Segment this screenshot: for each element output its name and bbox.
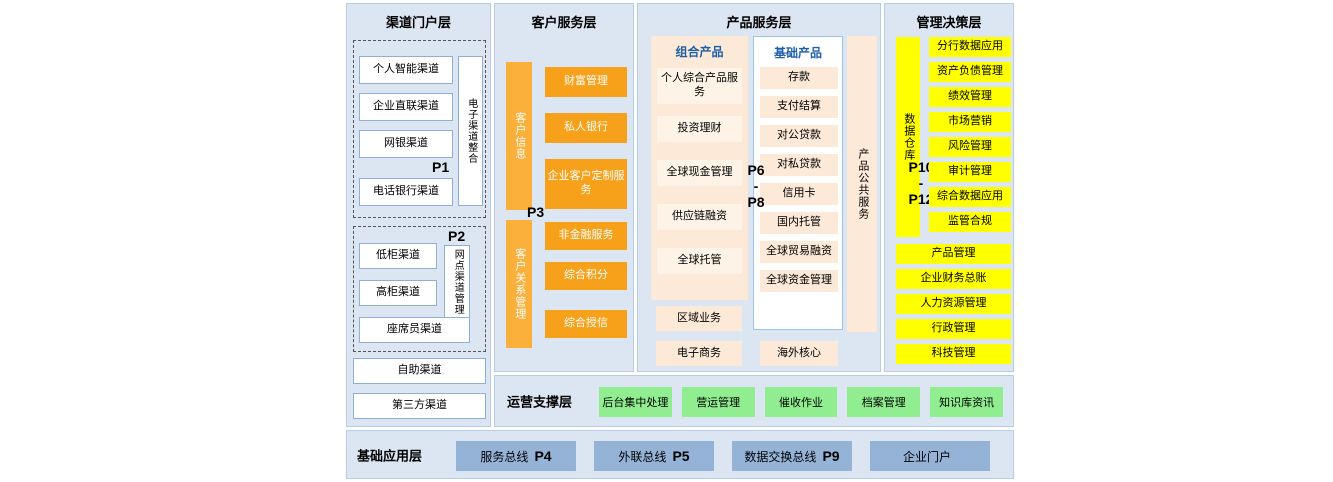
layer-operation-support: 运营支撑层 后台集中处理 营运管理 催收作业 档案管理 知识库资讯 bbox=[494, 375, 1014, 427]
bus-label: 企业门户 bbox=[902, 449, 951, 464]
bus-enterprise-portal: 企业门户 bbox=[870, 441, 990, 471]
channel-box-high-counter: 高柜渠道 bbox=[359, 280, 437, 306]
basic-products-panel: 基础产品 存款 支付结算 对公贷款 对私贷款 信用卡 国内托管 全球贸易融资 全… bbox=[753, 36, 843, 330]
layer-management-decision: 管理决策层 数据仓库 P10 - P12 分行数据应用 资产负债管理 绩效管理 … bbox=[884, 3, 1014, 372]
bus-data-exchange: 数据交换总线 P9 bbox=[732, 441, 852, 471]
p3-label: P3 bbox=[527, 204, 545, 220]
layer-customer-service: 客户服务层 客户信息 财富管理 私人银行 企业客户定制服务 P3 客户关系管理 … bbox=[494, 3, 634, 372]
customer-box-points: 综合积分 bbox=[545, 262, 627, 290]
product-box-global-custody: 全球托管 bbox=[657, 248, 742, 274]
product-box-investment: 投资理财 bbox=[657, 116, 742, 142]
channel-box-enterprise-direct: 企业直联渠道 bbox=[359, 93, 453, 121]
product-box-personal-comprehensive: 个人综合产品服务 bbox=[657, 68, 742, 104]
bus-label: 数据交换总线 bbox=[744, 449, 817, 464]
layer-management-title: 管理决策层 bbox=[916, 15, 982, 30]
p4-label: P4 bbox=[534, 448, 552, 464]
product-box-corporate-loan: 对公贷款 bbox=[760, 125, 838, 147]
mgmt-box-comprehensive-data: 综合数据应用 bbox=[929, 187, 1011, 207]
product-box-overseas-core: 海外核心 bbox=[760, 341, 838, 366]
customer-crm-bar: 客户关系管理 bbox=[506, 220, 532, 348]
combo-products-title: 组合产品 bbox=[675, 45, 724, 59]
mgmt-box-risk: 风险管理 bbox=[929, 137, 1011, 157]
channel-box-online-banking: 网银渠道 bbox=[359, 130, 453, 158]
layer-operations-title: 运营支撑层 bbox=[507, 394, 573, 410]
layer-customer-title: 客户服务层 bbox=[531, 15, 597, 30]
mgmt-box-product-management: 产品管理 bbox=[896, 244, 1011, 264]
mgmt-box-asset-liability: 资产负债管理 bbox=[929, 62, 1011, 82]
p2-label: P2 bbox=[448, 228, 466, 244]
mgmt-box-hr: 人力资源管理 bbox=[896, 294, 1011, 314]
product-box-credit-card: 信用卡 bbox=[760, 183, 838, 205]
p-range-line: P6 bbox=[747, 162, 765, 178]
p-range-line: P8 bbox=[747, 194, 765, 211]
ops-box-archives: 档案管理 bbox=[847, 387, 921, 417]
product-box-domestic-custody: 国内托管 bbox=[760, 212, 838, 234]
mgmt-box-general-ledger: 企业财务总账 bbox=[896, 269, 1011, 289]
customer-box-wealth-management: 财富管理 bbox=[545, 67, 627, 97]
channel-box-personal-smart: 个人智能渠道 bbox=[359, 56, 453, 84]
ops-box-knowledge-base: 知识库资讯 bbox=[930, 387, 1003, 417]
channel-sidebar-branch-management: 网点渠道管理 bbox=[444, 245, 470, 319]
p-range-line: P12 bbox=[908, 191, 934, 208]
mgmt-box-administration: 行政管理 bbox=[896, 319, 1011, 339]
p5-label: P5 bbox=[672, 448, 690, 464]
product-box-personal-loan: 对私贷款 bbox=[760, 154, 838, 176]
product-box-supply-chain: 供应链融资 bbox=[657, 204, 742, 230]
channel-box-low-counter: 低柜渠道 bbox=[359, 243, 437, 269]
channel-box-self-service: 自助渠道 bbox=[353, 358, 486, 384]
product-box-payment-settlement: 支付结算 bbox=[760, 96, 838, 118]
channel-box-agent: 座席员渠道 bbox=[359, 317, 470, 343]
group-electronic-channels: 个人智能渠道 企业直联渠道 网银渠道 电话银行渠道 电子渠道整合 P1 bbox=[353, 40, 486, 218]
channel-sidebar-echannel-integration: 电子渠道整合 bbox=[458, 56, 483, 206]
p-range-line: P10 bbox=[908, 159, 934, 175]
mgmt-box-marketing: 市场营销 bbox=[929, 112, 1011, 132]
p-range-line: - bbox=[918, 175, 924, 192]
bus-label: 外联总线 bbox=[618, 449, 667, 464]
mgmt-box-compliance: 监管合规 bbox=[929, 212, 1011, 232]
layer-basic-application: 基础应用层 服务总线 P4 外联总线 P5 数据交换总线 P9 企业门户 bbox=[346, 430, 1014, 479]
data-warehouse-bar: 数据仓库 bbox=[896, 37, 920, 237]
channel-box-telephone-banking: 电话银行渠道 bbox=[359, 178, 453, 206]
layer-foundation-title: 基础应用层 bbox=[357, 448, 423, 463]
customer-box-private-banking: 私人银行 bbox=[545, 113, 627, 143]
ops-box-collection: 催收作业 bbox=[764, 387, 838, 417]
product-box-global-fund: 全球资金管理 bbox=[760, 270, 838, 292]
p-range-line: - bbox=[753, 178, 759, 195]
bus-label: 服务总线 bbox=[480, 449, 529, 464]
bus-service: 服务总线 P4 bbox=[456, 441, 576, 471]
mgmt-box-audit: 审计管理 bbox=[929, 162, 1011, 182]
bus-external: 外联总线 P5 bbox=[594, 441, 714, 471]
channel-box-third-party: 第三方渠道 bbox=[353, 393, 486, 419]
customer-info-bar: 客户信息 bbox=[506, 62, 532, 210]
mgmt-box-technology: 科技管理 bbox=[896, 344, 1011, 364]
layer-product-service: 产品服务层 组合产品 个人综合产品服务 投资理财 全球现金管理 供应链融资 全球… bbox=[637, 3, 881, 372]
basic-products-title: 基础产品 bbox=[773, 46, 822, 60]
customer-box-non-financial: 非金融服务 bbox=[545, 222, 627, 250]
p6-p8-label: P6 - P8 bbox=[738, 162, 774, 210]
mgmt-box-performance: 绩效管理 bbox=[929, 87, 1011, 107]
operations-items: 后台集中处理 营运管理 催收作业 档案管理 知识库资讯 bbox=[599, 387, 1003, 417]
mgmt-box-branch-data: 分行数据应用 bbox=[929, 37, 1011, 57]
customer-box-credit-line: 综合授信 bbox=[545, 310, 627, 338]
product-public-service-bar: 产品公共服务 bbox=[847, 36, 877, 332]
layer-channel-portal: 渠道门户层 个人智能渠道 企业直联渠道 网银渠道 电话银行渠道 电子渠道整合 P… bbox=[346, 3, 491, 427]
p9-label: P9 bbox=[822, 448, 840, 464]
p1-label: P1 bbox=[432, 159, 450, 175]
product-box-deposit: 存款 bbox=[760, 67, 838, 89]
product-box-regional: 区域业务 bbox=[656, 306, 742, 331]
layer-product-title: 产品服务层 bbox=[726, 15, 792, 30]
ops-box-backoffice: 后台集中处理 bbox=[599, 387, 672, 417]
product-box-ecommerce: 电子商务 bbox=[656, 341, 742, 366]
p10-p12-label: P10 - P12 bbox=[901, 159, 941, 207]
combo-products-panel: 组合产品 个人综合产品服务 投资理财 全球现金管理 供应链融资 全球托管 bbox=[651, 36, 748, 300]
product-box-global-cash: 全球现金管理 bbox=[657, 160, 742, 186]
group-branch-channels: 低柜渠道 高柜渠道 网点渠道管理 座席员渠道 P2 bbox=[353, 226, 486, 352]
ops-box-operation-mgmt: 营运管理 bbox=[681, 387, 755, 417]
customer-box-enterprise-custom-service: 企业客户定制服务 bbox=[545, 159, 627, 209]
product-box-global-trade-finance: 全球贸易融资 bbox=[760, 241, 838, 263]
layer-channel-title: 渠道门户层 bbox=[385, 15, 451, 30]
